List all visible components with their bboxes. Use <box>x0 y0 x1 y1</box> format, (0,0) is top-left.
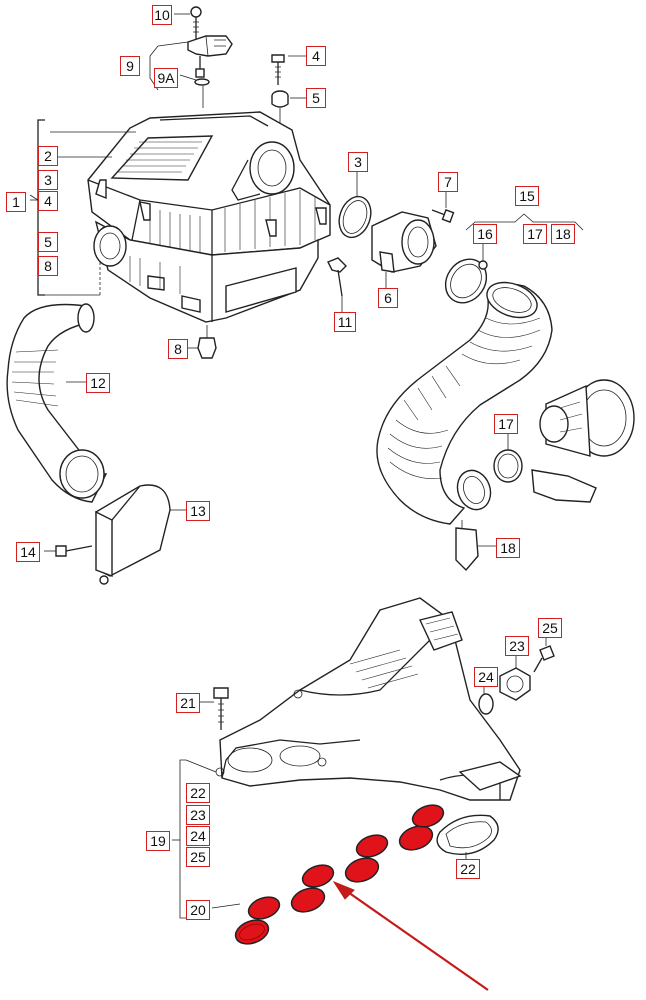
sensor-18 <box>455 520 496 572</box>
grommet-5 <box>271 90 289 108</box>
callout-24-top: 24 <box>474 667 498 687</box>
callout-23-top: 23 <box>505 636 529 656</box>
callout-3-left: 3 <box>38 170 58 190</box>
callout-20: 20 <box>186 900 210 920</box>
seal-3 <box>338 195 372 239</box>
callout-10: 10 <box>152 5 172 25</box>
callout-3: 3 <box>348 152 368 172</box>
screw-25 <box>533 636 555 673</box>
clamp-16 <box>444 258 488 304</box>
callout-8: 8 <box>168 339 188 359</box>
callout-5-left: 5 <box>38 232 58 252</box>
sensor-9 <box>187 35 233 78</box>
leader-9 <box>157 41 189 47</box>
callout-25-top: 25 <box>538 618 562 638</box>
leader-3-4 <box>29 194 39 201</box>
bracket-15 <box>465 213 584 231</box>
callout-18-top: 18 <box>551 224 575 244</box>
callout-11: 11 <box>334 312 356 332</box>
callout-22: 22 <box>456 859 480 879</box>
air-duct-13 <box>95 484 186 585</box>
callout-15: 15 <box>515 186 539 206</box>
sensor-23 <box>499 654 531 701</box>
air-filter-housing <box>87 111 331 256</box>
callout-23-left: 23 <box>186 805 210 825</box>
leader-20 <box>211 903 241 909</box>
hose-12 <box>6 303 108 503</box>
oring-24 <box>478 686 494 715</box>
plug-8 <box>187 325 217 359</box>
leader-9a-box <box>179 74 197 81</box>
callout-17: 17 <box>494 414 518 434</box>
air-mass-meter-6 <box>371 211 437 288</box>
callout-9a: 9A <box>154 68 178 88</box>
air-filter-housing-lower <box>93 220 319 323</box>
callout-1: 1 <box>6 192 26 212</box>
callout-6: 6 <box>378 288 398 308</box>
bracket-19 <box>179 759 186 919</box>
leader-19-top <box>185 759 217 773</box>
callout-24-left: 24 <box>186 826 210 846</box>
screw-14 <box>44 545 93 557</box>
turbocharger <box>531 379 635 503</box>
oring-9a <box>194 78 210 86</box>
callout-8-left: 8 <box>38 256 58 276</box>
screw-7 <box>431 190 455 223</box>
callout-14: 14 <box>16 542 40 562</box>
gasket-22-outlet <box>436 814 499 860</box>
bolt-10 <box>190 6 202 40</box>
fitting-11 <box>327 257 347 312</box>
callout-2: 2 <box>38 146 58 166</box>
callout-5-top: 5 <box>306 88 326 108</box>
callout-9: 9 <box>120 56 140 76</box>
callout-13: 13 <box>186 501 210 521</box>
callout-19: 19 <box>146 831 170 851</box>
callout-7: 7 <box>438 172 458 192</box>
highlight-arrow <box>332 880 489 991</box>
bolt-21 <box>198 687 229 730</box>
intake-manifold <box>215 597 522 801</box>
callout-18: 18 <box>496 538 520 558</box>
callout-4-left: 4 <box>38 191 58 211</box>
bolt-4 <box>271 54 285 85</box>
intake-hose <box>376 281 553 525</box>
callout-12: 12 <box>86 373 110 393</box>
callout-17-top: 17 <box>523 224 547 244</box>
callout-21: 21 <box>176 693 200 713</box>
callout-25-left: 25 <box>186 847 210 867</box>
callout-16-top: 16 <box>473 224 497 244</box>
callout-22-left: 22 <box>186 783 210 803</box>
callout-4-top: 4 <box>306 46 326 66</box>
gasket-set-20 <box>234 804 445 945</box>
